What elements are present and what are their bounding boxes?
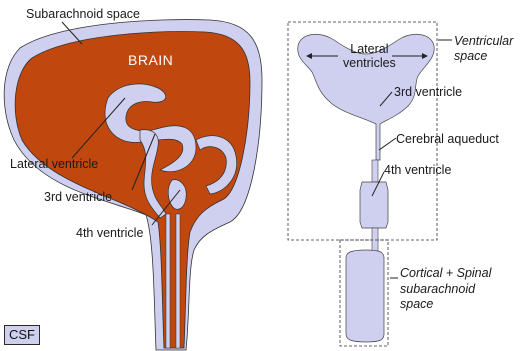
subarachnoid-reservoir: [346, 250, 384, 342]
fourth-ventricle-box: [360, 182, 388, 228]
fourth-ventricle-right-label: 4th ventricle: [384, 164, 451, 177]
lateral-ventricles-label: Lateral ventricles: [343, 42, 396, 71]
third-ventricle-right-label: 3rd ventricle: [394, 86, 462, 99]
cerebral-aqueduct-shape: [372, 160, 378, 182]
cerebral-aqueduct-label: Cerebral aqueduct: [396, 133, 499, 146]
subarachnoid-space-label: Subarachnoid space: [26, 8, 140, 21]
cortical-spinal-subarachnoid-label: Cortical + Spinal subarachnoid space: [400, 266, 491, 313]
spinal-canal-right: [176, 214, 180, 348]
lateral-ventricle-label: Lateral ventricle: [10, 158, 98, 171]
spinal-canal-left: [166, 214, 170, 348]
brain-label: BRAIN: [128, 52, 173, 68]
csf-legend-key: CSF: [4, 325, 40, 345]
third-ventricle-label: 3rd ventricle: [44, 191, 112, 204]
leader-aqueduct: [379, 138, 396, 150]
ventricular-space-label: Ventricular space: [454, 34, 513, 64]
fourth-ventricle-label: 4th ventricle: [76, 227, 143, 240]
